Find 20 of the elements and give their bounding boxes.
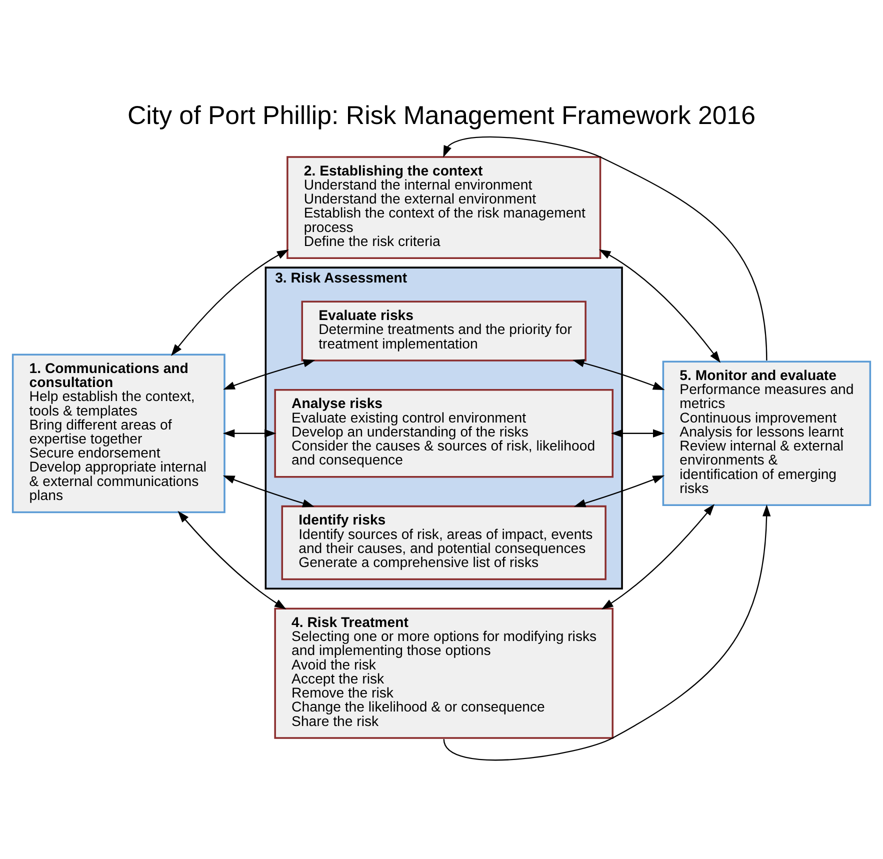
node-box: 1. Communications and consultation Help establish the context, tools & templates Bring different areas of expertise together Secure endorsement Develop appropriate internal & external communications plans <box>12 354 226 514</box>
node-box: 4. Risk Treatment Selecting one or more options for modifying risks and implementing those options Avoid the risk Accept the risk Remove the risk Change the likelihood & or consequence Share the risk <box>274 608 614 739</box>
node-box: 2. Establishing the context Understand the internal environment Understand the external environment Establish the context of the risk management process Define the risk criteria <box>286 156 602 260</box>
arrow <box>598 249 721 363</box>
arrow <box>574 475 665 508</box>
node-box: Evaluate risks Determine treatments and the priority for treatment implementation <box>301 300 586 362</box>
arrow <box>171 250 289 356</box>
arrow <box>222 429 276 438</box>
arrow <box>222 475 314 508</box>
node-box: Identify risks Identify sources of risk, areas of impact, events and their causes, and potential consequences Generate a comprehensive list of risks <box>281 505 606 580</box>
arrow <box>611 429 665 438</box>
arrow <box>178 510 286 610</box>
node-box: 5. Monitor and evaluate Performance measures and metrics Continuous improvement Analysis for lessons learnt Review internal & external environments & identification of emerging risks <box>662 360 872 506</box>
arrow <box>601 504 714 610</box>
arrow <box>443 504 771 761</box>
arrow <box>223 359 316 390</box>
arrow <box>572 359 665 390</box>
diagram-title: City of Port Phillip: Risk Management Framework 2016 <box>127 102 756 130</box>
node-box: Analyse risks Evaluate existing control environment Develop an understanding of the risks Consider the causes & sources of risk, likelihood and consequence <box>274 389 614 478</box>
arrow <box>443 136 768 360</box>
